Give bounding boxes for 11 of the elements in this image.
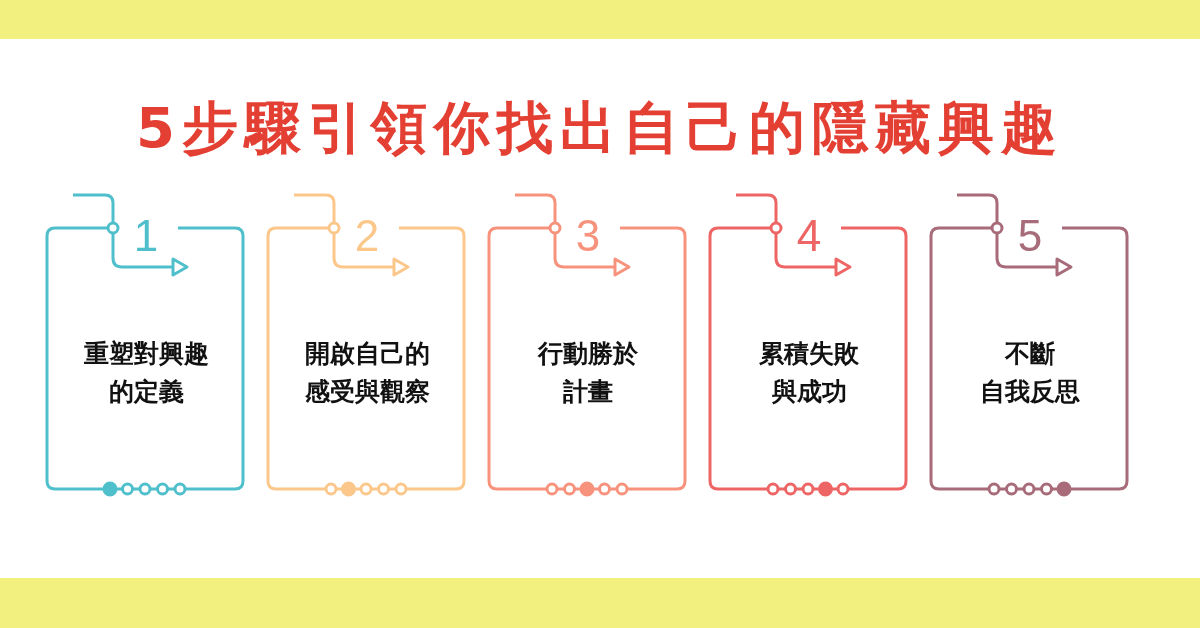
step-text: 累積失敗與成功 xyxy=(758,338,860,408)
step-text: 不斷自我反思 xyxy=(979,338,1081,408)
step-text: 重塑對興趣的定義 xyxy=(82,338,210,408)
step-number: 2 xyxy=(353,212,381,260)
title: 5步驟引領你找出自己的隱藏興趣 xyxy=(135,94,1065,162)
step-number: 5 xyxy=(1016,212,1044,260)
step-text: 行動勝於計畫 xyxy=(536,338,639,408)
step-number: 4 xyxy=(795,212,823,260)
step-number: 3 xyxy=(574,212,602,260)
step-number: 1 xyxy=(132,212,160,260)
step-text: 開啟自己的感受與觀察 xyxy=(303,338,431,408)
